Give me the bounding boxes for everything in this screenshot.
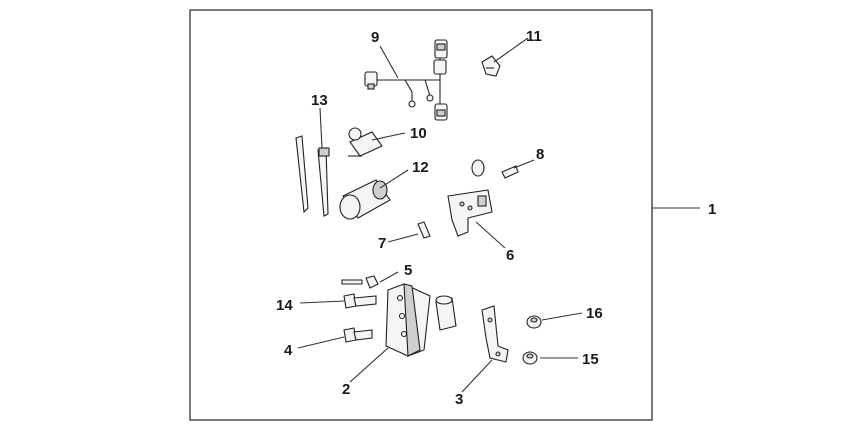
callout-5: 5 [404, 262, 412, 279]
part-7-bolt [417, 221, 431, 239]
part-8-screw [471, 159, 519, 179]
callout-6: 6 [506, 247, 514, 264]
part-15-nut [522, 351, 538, 365]
callout-8: 8 [536, 146, 544, 163]
part-4-bolt [343, 327, 373, 343]
callout-10: 10 [410, 125, 427, 142]
part-6-bracket [447, 189, 493, 237]
part-2-mount-plate [385, 283, 431, 357]
callout-11: 11 [526, 28, 542, 45]
leader-lines [297, 37, 700, 393]
callout-12: 12 [412, 159, 429, 176]
callout-9: 9 [371, 29, 379, 46]
part-10-switch [348, 127, 383, 157]
callout-15: 15 [582, 351, 599, 368]
spacer-collar [435, 295, 457, 331]
kit-frame [189, 9, 653, 421]
part-13-cable-ties [295, 135, 330, 217]
callout-2: 2 [342, 381, 350, 398]
part-5-bolt-nut [341, 275, 379, 289]
part-9-wire-harness [364, 39, 448, 121]
callout-7: 7 [378, 235, 386, 252]
part-14-bolt [343, 293, 377, 309]
part-16-nut [526, 315, 542, 329]
callout-1: 1 [708, 201, 716, 218]
part-12-bushing [339, 179, 391, 220]
callout-13: 13 [311, 92, 328, 109]
callout-16: 16 [586, 305, 603, 322]
callouts: 1 2 3 4 5 6 7 8 9 10 11 12 13 14 15 16 [276, 28, 716, 408]
part-3-stay [481, 305, 509, 363]
callout-3: 3 [455, 391, 463, 408]
callout-14: 14 [276, 297, 293, 314]
callout-4: 4 [284, 342, 293, 359]
